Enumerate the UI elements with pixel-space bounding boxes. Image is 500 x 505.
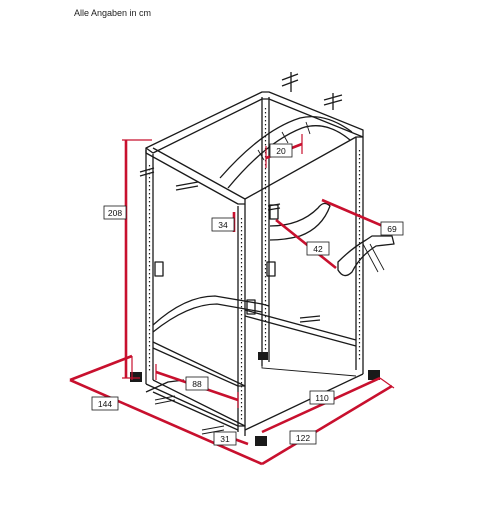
overall-depth-dimension-line: [261, 384, 393, 466]
base-front: [145, 379, 246, 427]
base-right: [244, 373, 364, 431]
foot-front-right: [255, 436, 267, 446]
side-rail-lower: [244, 309, 357, 347]
peg-lower-rear: [299, 315, 321, 323]
svg-text:34: 34: [218, 220, 228, 230]
label-height: 208: [103, 205, 127, 220]
top-peg-right: [323, 93, 343, 110]
top-peg-left: [281, 72, 299, 92]
foot-rear-right: [368, 370, 380, 380]
label-base-depth: 110: [309, 390, 335, 405]
svg-text:42: 42: [313, 244, 323, 254]
foot-front-left: [130, 372, 142, 382]
svg-text:110: 110: [315, 393, 329, 403]
dimension-lines: [69, 134, 395, 466]
label-upright-depth: 34: [211, 217, 235, 232]
base-front-inner: [152, 341, 246, 387]
jhook-front-left: [154, 261, 164, 277]
safety-bar-upper: [152, 295, 270, 326]
pullup-bar-grips: [257, 121, 311, 161]
svg-text:208: 208: [108, 208, 122, 218]
peg-front: [175, 181, 199, 191]
base-rear: [261, 340, 357, 377]
peg-base-left: [154, 395, 176, 405]
base-depth-dimension-line: [261, 376, 381, 434]
label-overall-depth: 122: [289, 430, 317, 445]
rack-frame: [130, 72, 395, 446]
svg-text:122: 122: [296, 433, 310, 443]
svg-text:31: 31: [220, 434, 230, 444]
label-overall-width: 144: [91, 396, 119, 411]
pullup-bar: [219, 115, 353, 179]
svg-text:144: 144: [98, 399, 112, 409]
overall-width-dimension-line: [69, 378, 263, 466]
pullup-bar-inner: [227, 125, 351, 189]
svg-text:88: 88: [192, 379, 202, 389]
dip-handle-upper: [269, 202, 331, 241]
dip-length-dimension-line: [321, 198, 393, 232]
jhook-rear-left: [266, 261, 276, 277]
units-note: Alle Angaben in cm: [74, 8, 152, 18]
dimension-labels: 208 20 34 42 69 88: [91, 143, 404, 446]
label-dip-handle-gap: 42: [306, 241, 330, 256]
peg-left-top: [139, 167, 155, 177]
foot-rear-left: [258, 352, 268, 360]
base-front-lower: [152, 391, 239, 431]
peg-base-front: [201, 425, 225, 435]
overall-depth-extension: [379, 377, 395, 389]
dip-gap-dimension-line: [275, 218, 337, 270]
inner-width-extension-lines: [155, 364, 239, 408]
dip-handle-brace: [362, 243, 385, 273]
svg-text:20: 20: [276, 146, 286, 156]
jhook-front-right: [246, 299, 256, 315]
safety-bar-upper-inner: [152, 303, 263, 333]
dip-handle-lower: [337, 235, 395, 277]
label-pullup-bar-width: 20: [269, 143, 293, 158]
overall-width-leader-top: [69, 354, 133, 382]
top-right-rail: [244, 136, 363, 200]
label-post-width: 31: [213, 431, 237, 446]
rear-right-upright: [355, 137, 364, 374]
jhook-rear-upper: [269, 204, 279, 220]
top-front-rail: [145, 147, 246, 205]
svg-text:69: 69: [387, 224, 397, 234]
label-inner-width: 88: [185, 376, 209, 391]
label-dip-handle-length: 69: [380, 221, 404, 236]
